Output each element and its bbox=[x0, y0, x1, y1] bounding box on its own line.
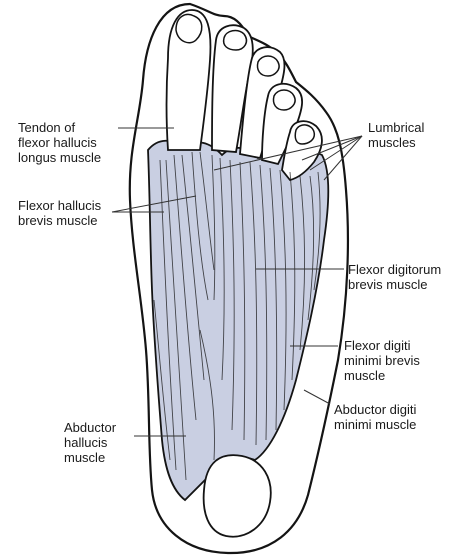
leader-fhb-1 bbox=[111, 195, 197, 213]
label-lumbrical-muscles: Lumbrical muscles bbox=[368, 120, 425, 150]
label-flexor-digitorum-brevis: Flexor digitorum brevis muscle bbox=[348, 262, 442, 292]
label-tendon-flexor-hallucis-longus: Tendon of flexor hallucis longus muscle bbox=[18, 120, 102, 165]
leader-lumbrical-4 bbox=[323, 135, 363, 181]
muscle-fibers bbox=[153, 151, 321, 481]
leader-adm bbox=[303, 389, 331, 405]
little-toe bbox=[281, 120, 323, 182]
label-abductor-hallucis: Abductor hallucis muscle bbox=[64, 420, 117, 465]
big-toe-pad bbox=[175, 13, 203, 44]
little-toe-pad bbox=[294, 124, 316, 145]
third-toe-pad bbox=[256, 55, 280, 77]
second-toe-pad bbox=[222, 29, 248, 51]
fourth-toe-pad bbox=[272, 89, 296, 111]
label-flexor-hallucis-brevis: Flexor hallucis brevis muscle bbox=[18, 198, 102, 228]
leader-lines bbox=[111, 127, 363, 437]
leader-lumbrical-3 bbox=[309, 135, 363, 171]
leader-lumbrical-1 bbox=[213, 135, 363, 171]
leader-lumbrical-2 bbox=[301, 135, 363, 161]
label-flexor-digiti-minimi-brevis: Flexor digiti minimi brevis muscle bbox=[344, 338, 420, 383]
big-toe bbox=[165, 9, 212, 151]
label-abductor-digiti-minimi: Abductor digiti minimi muscle bbox=[334, 402, 417, 432]
heel-pad bbox=[202, 454, 272, 538]
